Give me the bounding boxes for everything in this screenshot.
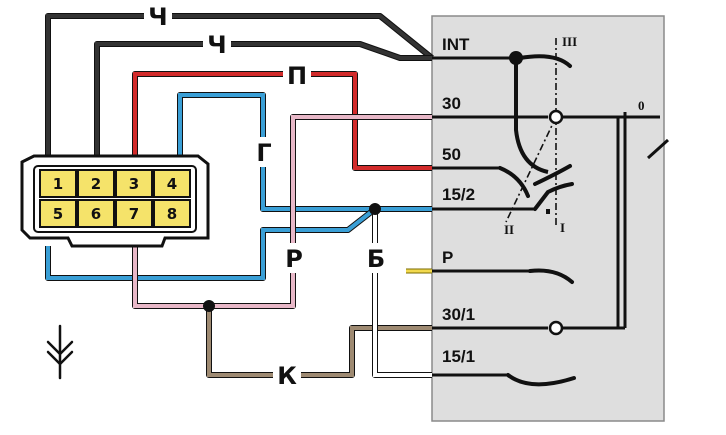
connector-pin-label: 3 [129, 175, 139, 193]
switch-contact-30-1 [548, 320, 564, 336]
connector-pin [39, 169, 77, 198]
switch-rotor [514, 58, 550, 214]
wire-white [372, 209, 432, 378]
terminal-label-50: 50 [442, 145, 461, 164]
terminal-label-int: INT [442, 35, 470, 54]
wire-label-g: Г [256, 139, 271, 167]
position-label-iii: III [562, 34, 577, 49]
switch-position-axes [505, 38, 557, 228]
wire-label-k-group: К [273, 361, 301, 390]
connector-pin [153, 169, 191, 198]
connector-pin [77, 169, 115, 198]
terminal-label-15-2: 15/2 [442, 185, 475, 204]
connector-pin [39, 199, 77, 228]
wire-label-g-group: Г [252, 137, 276, 167]
connector-pin [77, 199, 115, 228]
junction-dot-pink [203, 300, 215, 312]
wire-label-ch-second-group: Ч [203, 30, 231, 59]
connector-pin-label: 2 [91, 175, 101, 193]
wire-blue-lower [45, 206, 377, 281]
terminal-label-p: P [442, 248, 453, 267]
wire-label-b-group: Б [363, 243, 389, 273]
terminal-label-30: 30 [442, 94, 461, 113]
wire-label-k: К [277, 362, 297, 390]
connector-pin [153, 199, 191, 228]
switch-terminal-lines [432, 56, 548, 377]
terminal-label-30-1: 30/1 [442, 305, 475, 324]
wire-label-ch-top-group: Ч [144, 2, 172, 31]
terminal-label-15-1: 15/1 [442, 347, 475, 366]
switch-pivot-dot [509, 51, 523, 65]
wire-label-p-group: П [283, 60, 311, 90]
connector-pin-label: 6 [91, 205, 101, 223]
position-label-0: 0 [638, 98, 645, 113]
connector-pin-label: 7 [129, 205, 139, 223]
switch-output-rail [556, 112, 670, 330]
wire-label-ch-second: Ч [207, 31, 226, 59]
switch-contact-arcs [498, 54, 576, 387]
wire-label-r: Р [285, 245, 303, 273]
wire-label-r-group: Р [281, 243, 307, 273]
wire-pink [132, 114, 432, 309]
connector-pin-label: 4 [167, 175, 177, 193]
connector-pin-label: 8 [167, 205, 177, 223]
wire-black-top [45, 13, 434, 168]
connector-pin-label: 5 [53, 205, 63, 223]
wire-black-second [94, 41, 432, 168]
switch-contact-30 [548, 109, 564, 125]
connector-pins-bottom: 5 6 7 8 [39, 199, 191, 228]
junction-dot-blue [369, 203, 381, 215]
wire-label-b: Б [367, 245, 385, 273]
connector-pin-label: 1 [53, 175, 63, 193]
wire-blue [177, 92, 432, 212]
wire-brown [206, 306, 432, 378]
connector-pin [115, 169, 153, 198]
position-label-ii: II [504, 222, 514, 237]
ground-arrow-icon [46, 324, 74, 380]
wire-label-ch-top: Ч [148, 3, 167, 31]
wire-label-p: П [287, 62, 307, 90]
wire-red [132, 71, 432, 171]
position-label-i: I [560, 220, 565, 235]
connector-pins-top: 1 2 3 4 [39, 169, 191, 198]
connector-pin [115, 199, 153, 228]
